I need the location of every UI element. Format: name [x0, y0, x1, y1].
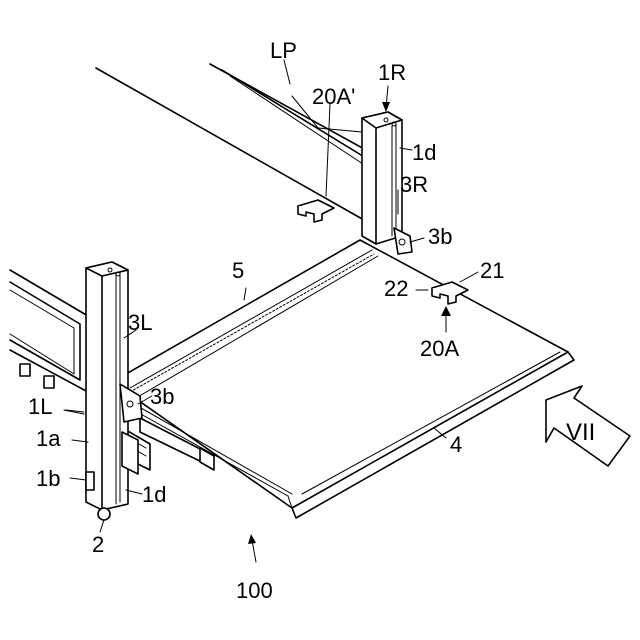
left-side-wall — [10, 270, 88, 392]
label-1b: 1b — [36, 466, 60, 491]
label-3b-left: 3b — [150, 384, 174, 409]
arrow-1R — [382, 86, 390, 112]
label-1d-left: 1d — [142, 482, 166, 507]
label-3l: 3L — [128, 310, 152, 335]
label-20a-prime: 20A' — [312, 84, 355, 109]
label-20a: 20A — [420, 336, 459, 361]
arrow-100 — [248, 534, 256, 562]
label-2: 2 — [92, 532, 104, 557]
label-5: 5 — [232, 258, 244, 283]
label-3r: 3R — [400, 172, 428, 197]
label-1a: 1a — [36, 426, 61, 451]
platform-4 — [112, 240, 574, 518]
label-1l: 1L — [28, 394, 52, 419]
label-1d-right: 1d — [412, 140, 436, 165]
label-4: 4 — [450, 432, 462, 457]
label-22: 22 — [384, 276, 408, 301]
label-vii: VII — [566, 419, 595, 446]
label-1r: 1R — [378, 60, 406, 85]
label-21: 21 — [480, 258, 504, 283]
label-lp: LP — [270, 38, 297, 63]
stopper-20A-prime — [298, 200, 334, 222]
label-100: 100 — [236, 578, 273, 603]
label-3b-right: 3b — [428, 224, 452, 249]
